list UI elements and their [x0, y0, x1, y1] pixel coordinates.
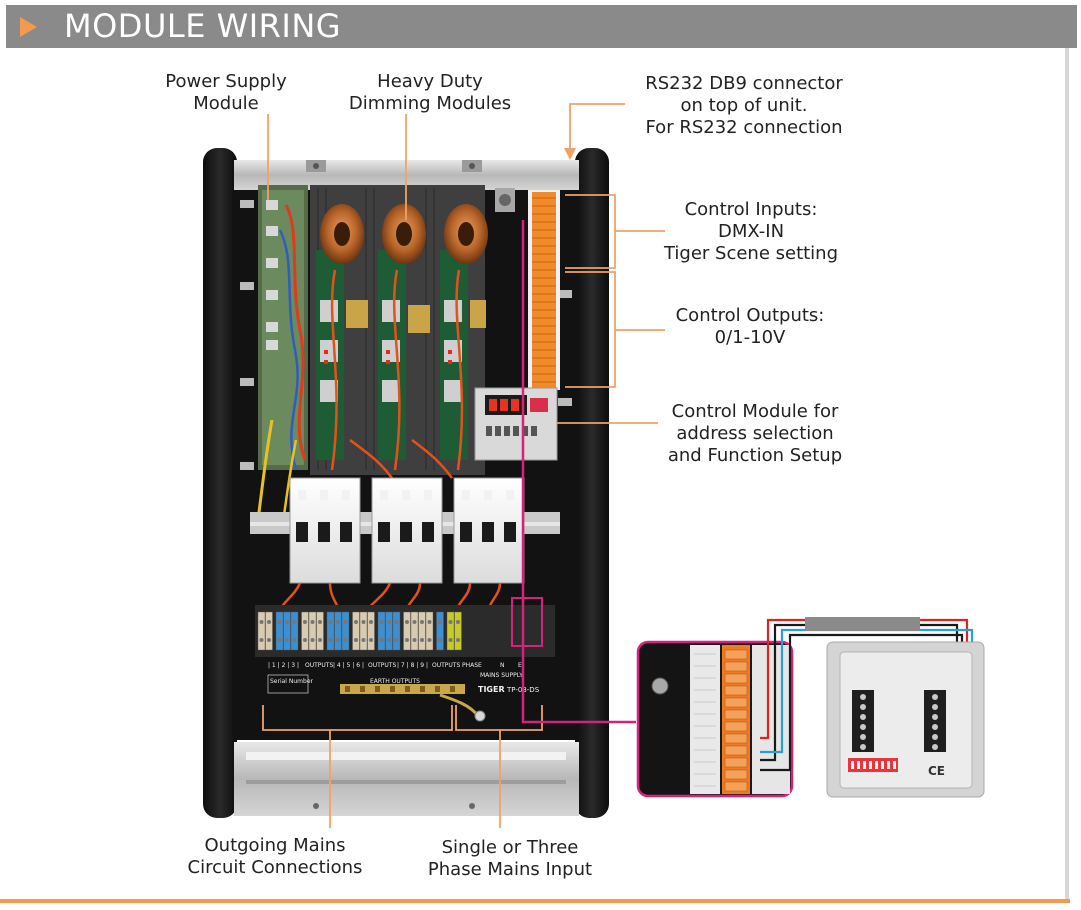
outputs-label-2: OUTPUTS	[368, 662, 396, 669]
control-terminal-strip	[528, 190, 560, 390]
label-rs232: RS232 DB9 connector on top of unit. For …	[645, 73, 843, 138]
label-control-outputs: Control Outputs: 0/1-10V	[675, 305, 825, 348]
label-control-inputs: Control Inputs: DMX-IN Tiger Scene setti…	[663, 199, 839, 264]
cabinet-right-side	[575, 148, 609, 818]
outputs-group-3: | 7 | 8 | 9 |	[397, 662, 428, 669]
ce-mark: CE	[928, 764, 945, 778]
label-dimming-modules: Heavy Duty Dimming Modules	[348, 71, 512, 114]
outputs-group-1: | 1 | 2 | 3 |	[268, 662, 299, 669]
label-control-module: Control Module for address selection and…	[667, 401, 843, 466]
earth-outputs-label: EARTH OUTPUTS	[370, 678, 420, 685]
outputs-label-1: OUTPUTS	[305, 662, 333, 669]
dimming-modules	[310, 185, 488, 479]
label-power-supply: Power Supply Module	[165, 71, 287, 114]
dip-switch	[848, 758, 898, 772]
power-supply-module	[256, 185, 308, 531]
callout-lines	[262, 103, 665, 828]
neutral-label: N	[500, 662, 505, 669]
label-mains-input: Single or Three Phase Mains Input	[427, 837, 593, 880]
magenta-highlight	[511, 220, 636, 724]
rs232-connector	[495, 188, 515, 212]
phase-label: PHASE	[462, 662, 482, 669]
earth-label: E	[518, 662, 522, 669]
remote-scene-station: CE	[826, 641, 985, 798]
header-bar: MODULE WIRING	[6, 5, 1077, 48]
mains-supply-label: MAINS SUPPLY	[480, 672, 523, 679]
play-arrow-icon	[20, 17, 37, 37]
cabinet-left-side	[203, 148, 237, 818]
inset-screw	[651, 677, 669, 695]
output-terminal-blocks	[255, 605, 555, 657]
serial-number-label: Serial Number	[270, 678, 314, 685]
right-border	[1065, 48, 1069, 900]
control-module	[474, 387, 558, 461]
page-title: MODULE WIRING	[64, 7, 342, 45]
outputs-label-3: OUTPUTS	[432, 662, 460, 669]
terminal-zoom-inset	[636, 640, 794, 798]
earth-bar	[340, 684, 486, 722]
bottom-accent-line	[0, 899, 1070, 903]
label-outgoing-mains: Outgoing Mains Circuit Connections	[187, 835, 363, 878]
brand-label: TIGER	[478, 685, 505, 694]
outputs-group-2: | 4 | 5 | 6 |	[333, 662, 364, 669]
